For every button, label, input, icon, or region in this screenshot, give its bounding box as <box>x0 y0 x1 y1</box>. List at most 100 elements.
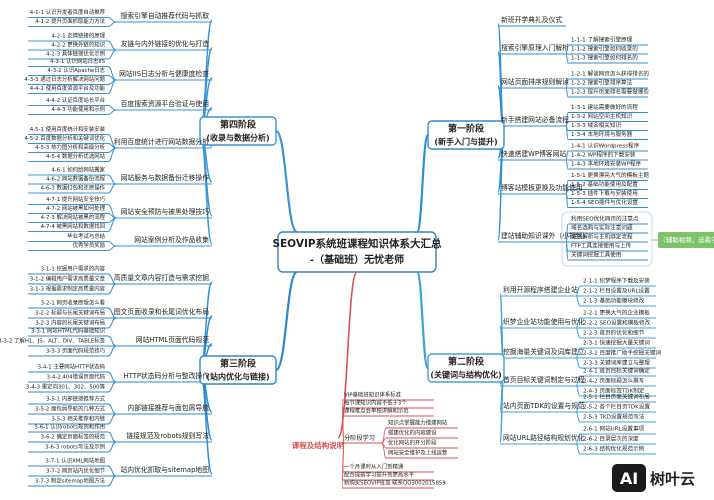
branch-label: 网站HTML页面代码规范 <box>136 335 209 344</box>
connector <box>107 441 117 453</box>
branch-label: 网站URL路径结构规划优化 <box>503 433 585 442</box>
branch-label: 网站IIS日志分析与健康度检查 <box>119 69 209 78</box>
connector <box>575 357 581 369</box>
leaf-item: 1-2-3 提升页面排名需要做哪些 <box>571 88 649 96</box>
connector <box>107 75 117 81</box>
extras-item: VIP基础班知识体系标准 <box>344 391 402 399</box>
connector <box>107 431 117 443</box>
leaf-item: 4-1-2 提升页面抓取能力方法 <box>35 17 105 25</box>
leaf-item: 3-6-3 robots写法及示例 <box>45 443 105 451</box>
leaf-item: 1-3-1 建站需要做好的流程 <box>571 103 638 111</box>
leaf-item: 关键词挖掘工具使用 <box>571 251 621 259</box>
connector <box>107 174 117 185</box>
extras-item: 网站安全维护及上线运营 <box>388 449 448 457</box>
branch-label: 友链与内外链接的优化与打造 <box>121 39 210 48</box>
extras-item: 新购买SEOVIP班加 联系QQ3002015859 <box>344 479 446 487</box>
leaf-item: 2-2-1 更换大气的企业模板 <box>583 309 650 317</box>
branch-label: 织梦企业站功能使用与优化 <box>503 317 585 326</box>
connector <box>107 403 117 415</box>
branch-label: 首页目标关键词制定与过程 <box>503 375 585 384</box>
stage-title: 第二阶段 <box>448 356 485 368</box>
connector <box>107 17 117 23</box>
leaf-item: 3-6-2 确定页面标签的规范 <box>41 433 106 441</box>
connector <box>107 371 117 383</box>
branch-label: 利用百度统计进行网站数据分析 <box>114 137 209 146</box>
connector <box>274 129 299 234</box>
branch-label: 博客站模板更换及功能使用 <box>501 183 583 192</box>
leaf-item: 2-1-3 基础功能模块修改 <box>583 297 645 305</box>
leaf-item: 2-5-2 各个栏目页TDK设置 <box>583 403 650 411</box>
extras-item: 一个月课时从入门到精通 <box>344 463 404 471</box>
leaf-item: 域名解析与主机绑定流程 <box>571 233 633 241</box>
leaf-item: 4-2-1 友情链接的原理 <box>51 32 105 40</box>
connector <box>337 271 358 439</box>
connector <box>107 79 117 94</box>
leaf-item: 3-4-2 404错误页面代码 <box>46 373 105 381</box>
leaf-item: 3-5-1 内部链接推荐方式 <box>46 395 106 403</box>
connector <box>274 270 299 372</box>
connector <box>107 413 117 425</box>
leaf-item: 3-3-2 了解H1、JS、ALT、DIV、TABLE标签 <box>0 337 106 345</box>
stage-subtitle: (站内优化与链接) <box>206 372 269 382</box>
branch-label: 网站页面排序规则解读 <box>501 77 569 86</box>
leaf-item: 1-1-3 搜索引擎如何排名的 <box>571 54 638 62</box>
leaf-item: 3-3-3 页面代码规范技巧 <box>46 347 106 355</box>
connector <box>107 465 117 477</box>
branch-label: 搜索引擎原理入门解析 <box>501 43 569 52</box>
leaf-item: 1-1-2 搜索引擎如何收录的 <box>571 45 638 53</box>
connector <box>575 443 581 455</box>
leaf-item: 2-6-2 目录层次的深度 <box>583 435 639 443</box>
connector <box>107 213 117 219</box>
watermark: AI 树叶云 <box>612 462 695 494</box>
extras-item: 配合提前学习提升到更高水平 <box>344 471 415 479</box>
leaf-item: 2-4-1 首页目标关键词确定 <box>583 367 650 375</box>
leaf-item: 1-5-4 SEO插件与优化设置 <box>571 198 639 206</box>
leaf-item: 2-4-3 页面标签TDK制定 <box>583 387 645 395</box>
branch-label: 挖掘海量关键词及词库建立 <box>503 347 585 356</box>
note-text: （辅助视频，选看学习） <box>659 235 714 244</box>
leaf-item: 2-4-2 页面标题怎么撰写 <box>583 377 645 385</box>
leaf-item: 1-2-1 解读网页怎么获得排名的 <box>571 70 649 78</box>
leaf-item: 3-7-2 网页站内优化细节 <box>46 467 106 475</box>
stage-title: 第一阶段 <box>448 123 485 135</box>
branch-label: 网站安全预防与被黑处理技巧 <box>121 207 210 216</box>
connector <box>107 381 117 393</box>
leaf-item: 1-4-2 WP程序的下载安装 <box>571 151 636 159</box>
leaf-item: 优秀学员奖励 <box>73 241 106 249</box>
leaf-item: 3-7-3 制定sitemap地图方法 <box>35 477 106 485</box>
leaf-item: 4-5-2 百度数据分析和关键词优化 <box>24 134 105 142</box>
leaf-item: 1-4-1 认识Wordpress程序 <box>571 142 640 150</box>
stage-s4 <box>199 116 277 146</box>
leaf-item: 3-4-1 主要网站HTTP状态码 <box>38 363 106 371</box>
leaf-item: 4-3-3 通过日志分析解决网站问题 <box>24 75 105 83</box>
stage-subtitle: (收录与数据分析) <box>206 133 269 143</box>
leaf-item: 2-3-3 关键词库建立与整理 <box>583 359 650 367</box>
connector <box>107 317 117 329</box>
connector <box>565 125 569 140</box>
extras-item: 每节课知识内容不低于3个 <box>344 399 407 407</box>
branch-label: 网站案例分析及作品收集 <box>134 235 209 244</box>
connector <box>565 53 569 64</box>
leaf-item: 4-2-3 具体链接优化示例 <box>46 50 105 58</box>
leaf-item: 3-1-3 根据需求制定高质量内容 <box>30 285 106 293</box>
extras-title: 课程及结构说明 <box>292 440 345 450</box>
leaf-item: 4-7-3 解决网站被黑的流程 <box>41 213 106 221</box>
leaf-item: 1-3-2 网站空间主机知识 <box>571 112 633 120</box>
connector <box>565 159 569 170</box>
connector <box>415 270 430 370</box>
leaf-item: 4-5-3 热力图分析和高级分析 <box>35 143 105 151</box>
center-topic <box>277 231 437 273</box>
leaf-item: 4-2-2 更换外链的知识 <box>51 41 105 49</box>
stage-s1 <box>427 120 505 150</box>
branch-label: 图文页面收录和长尾词优化布局 <box>114 307 209 316</box>
connector <box>341 445 345 489</box>
leaf-item: 1-3-3 域名相关知识 <box>571 121 621 129</box>
leaf-item: 3-2-2 标题与长尾关键词布局 <box>35 309 105 317</box>
connector <box>107 21 117 27</box>
branch-label: 高质量文章内容打造与需求挖掘 <box>114 273 209 282</box>
leaf-item: 4-3-2 认识Apache日志 <box>47 66 105 74</box>
leaf-item: 1-5-2 基础功能使用及配置 <box>571 180 638 188</box>
leaf-item: 1-2-2 搜索引擎排序算法 <box>571 79 633 87</box>
extras-item: 优化网站的开分阶段 <box>388 439 437 447</box>
leaf-item: 4-1-1 认识开发者百度自动推荐 <box>30 8 106 16</box>
